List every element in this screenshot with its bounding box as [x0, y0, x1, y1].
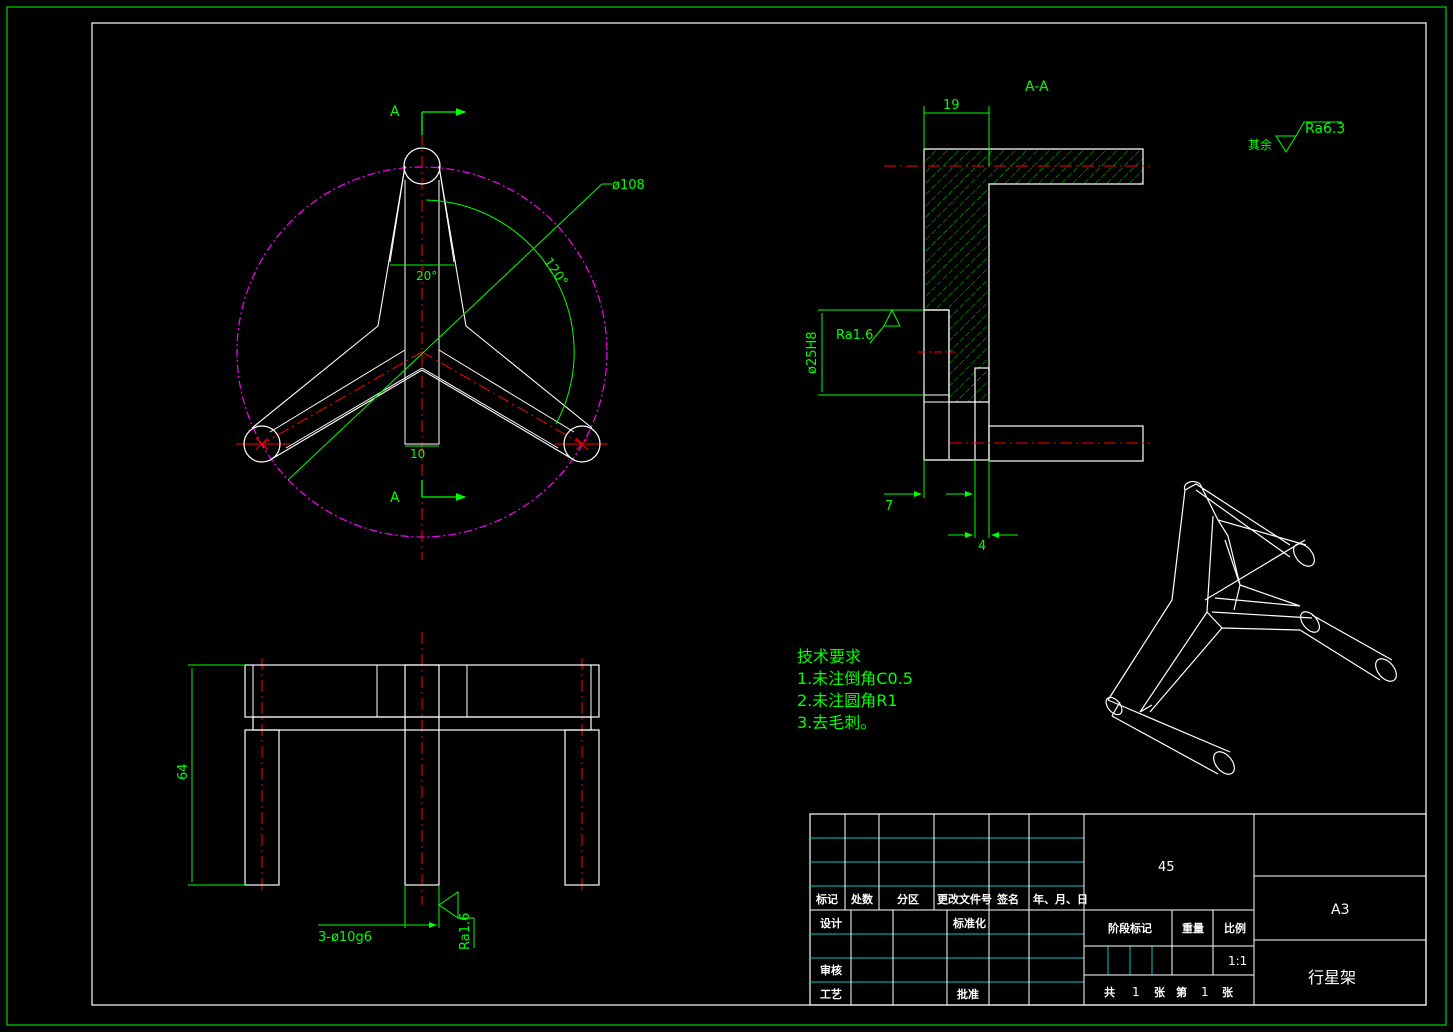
- tb-total: 共: [1104, 985, 1115, 999]
- tb-header-sign: 签名: [996, 892, 1019, 906]
- section-mark-bottom: A: [390, 490, 400, 506]
- dim-7-label: 7: [885, 499, 893, 514]
- tb-scale-label: 比例: [1224, 921, 1246, 935]
- title-block: 标记 处数 分区 更改文件号 签名 年、月、日 设计 标准化 审核 工艺 批准 …: [809, 813, 1427, 1006]
- bore-spec-label: ø25H8: [805, 331, 820, 374]
- tech-item-2: 2.未注圆角R1: [797, 691, 898, 710]
- outer-frame: [6, 6, 1447, 1026]
- top-view: A A ø108 120° 20° 10: [236, 104, 645, 560]
- tb-header-zone: 分区: [897, 892, 919, 906]
- tb-scale: 1:1: [1228, 954, 1247, 968]
- pin-right: [563, 425, 601, 463]
- bore-roughness-label: Ra1.6: [836, 328, 873, 343]
- tb-standard: 标准化: [952, 916, 986, 930]
- tb-check: 审核: [820, 963, 842, 977]
- tb-header-date: 年、月、日: [1033, 892, 1088, 906]
- dim-4-label: 4: [978, 539, 986, 554]
- section-view: A-A 19 ø25H8 Ra1.6 7 4: [805, 79, 1150, 554]
- tb-paper-size: A3: [1331, 902, 1349, 918]
- tb-design: 设计: [820, 916, 842, 930]
- tb-header-mark: 标记: [815, 892, 838, 906]
- tb-header-docno: 更改文件号: [937, 892, 992, 906]
- surface-note-prefix: 其余: [1248, 137, 1272, 152]
- tech-title: 技术要求: [797, 647, 861, 666]
- surface-note-value: Ra6.3: [1305, 121, 1345, 137]
- angle-20-label: 20°: [416, 269, 437, 283]
- tb-stage-mark: 阶段标记: [1108, 921, 1152, 935]
- tb-sheets: 张: [1154, 985, 1166, 999]
- tech-item-1: 1.未注倒角C0.5: [797, 669, 913, 688]
- inner-frame: [91, 22, 1427, 1006]
- pin-left: [243, 425, 281, 463]
- tb-sheets2: 张: [1222, 985, 1234, 999]
- pin-top: [403, 147, 441, 185]
- tb-part-name: 行星架: [1308, 968, 1356, 987]
- front-roughness-label: Ra1.6: [458, 913, 473, 950]
- surface-note: 其余 Ra6.3: [1248, 121, 1345, 153]
- tb-total-count: 1: [1132, 985, 1140, 999]
- pitch-diameter-label: ø108: [612, 178, 645, 193]
- tb-header-count: 处数: [850, 892, 874, 906]
- arm-width-label: 10: [410, 447, 425, 461]
- tb-material: 45: [1158, 860, 1175, 875]
- pin-spec-label: 3-ø10g6: [318, 930, 372, 945]
- section-mark-top: A: [390, 104, 400, 120]
- tech-requirements: 技术要求 1.未注倒角C0.5 2.未注圆角R1 3.去毛刺。: [797, 647, 913, 732]
- tech-item-3: 3.去毛刺。: [797, 713, 876, 732]
- angle-120-label: 120°: [540, 255, 570, 289]
- tb-approve: 批准: [957, 987, 979, 1001]
- section-title: A-A: [1025, 79, 1049, 95]
- tb-weight: 重量: [1182, 921, 1204, 935]
- dim-19-label: 19: [943, 98, 960, 113]
- tb-nth: 第: [1176, 985, 1187, 999]
- isometric-view: [1105, 480, 1397, 775]
- tb-nth-count: 1: [1201, 985, 1209, 999]
- front-view: 64 3-ø10g6 Ra1.6: [176, 632, 600, 950]
- height-64-label: 64: [176, 763, 191, 780]
- tb-process: 工艺: [820, 987, 842, 1001]
